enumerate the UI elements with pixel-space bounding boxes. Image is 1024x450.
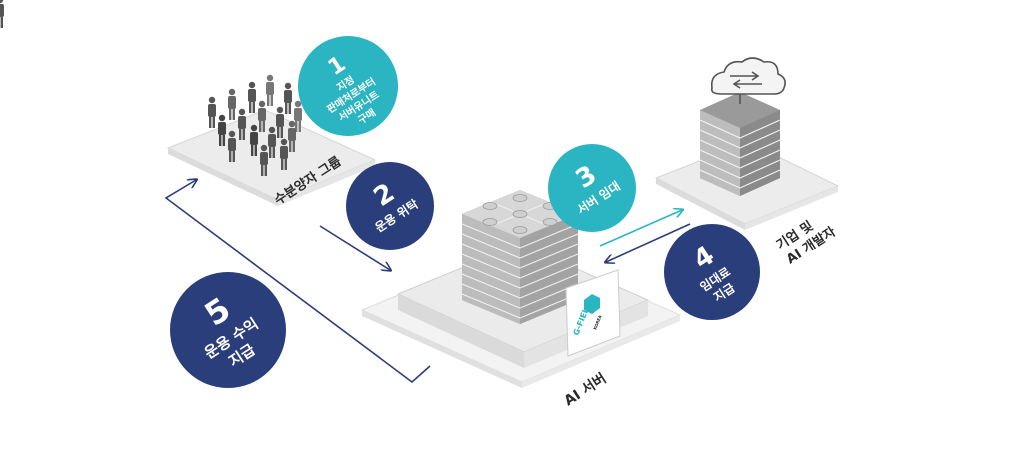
step-2-circle (346, 162, 434, 250)
step-4-circle (664, 224, 760, 320)
arrow-rent-payment (606, 223, 691, 262)
arrow-server-lease (599, 210, 682, 247)
arrow-operation-delegation (319, 225, 390, 270)
step-1-circle (298, 36, 398, 136)
cloud-icon (710, 57, 786, 104)
step-5-bubble: 5 운용 수익 지급 (170, 272, 286, 388)
step-5-circle (170, 272, 286, 388)
office-building-icon (699, 92, 781, 196)
g-field-sub-text: KOREA (592, 314, 603, 331)
step-1-bubble: 1 지정 판매처로부터 서버유니트 구매 (298, 36, 398, 136)
g-field-logo-icon (584, 294, 600, 314)
ai-server-label: AI 서버 (561, 370, 609, 410)
step-3-bubble: 3 서버 임대 (548, 144, 636, 232)
step-2-bubble: 2 운용 위탁 (346, 162, 434, 250)
people-crowd-icon (0, 0, 302, 176)
step-4-bubble: 4 임대료 지급 (664, 224, 760, 320)
ai-server-group: G-FIELD KOREA AI 서버 (360, 190, 682, 410)
arrow-profit-payment (164, 180, 431, 384)
step-3-circle (548, 144, 636, 232)
g-field-sign: G-FIELD KOREA (565, 269, 621, 357)
